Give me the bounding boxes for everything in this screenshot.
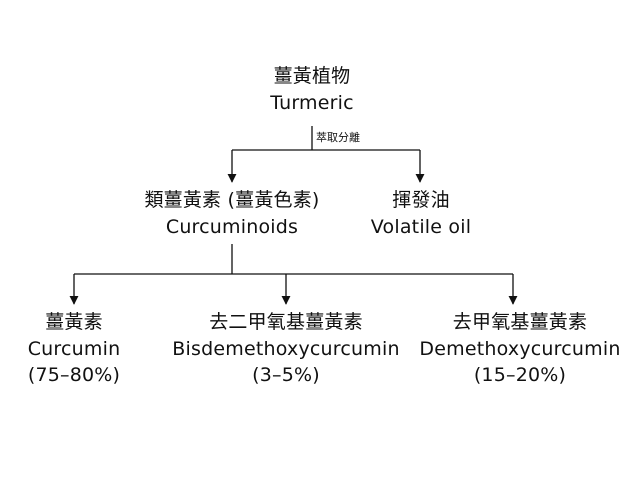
node-volatile-oil-en: Volatile oil	[370, 216, 472, 238]
node-curcumin-pct: (75–80%)	[27, 364, 121, 386]
node-turmeric-zh: 薑黃植物	[273, 65, 351, 87]
node-curcuminoids: 類薑黃素 (薑黃色素) Curcuminoids	[144, 186, 319, 240]
node-curcumin-en: Curcumin	[27, 338, 121, 360]
node-volatile-oil-zh: 揮發油	[392, 189, 450, 211]
node-turmeric-en: Turmeric	[270, 92, 354, 114]
node-curcumin-zh: 薑黃素	[45, 311, 103, 333]
node-curcuminoids-zh: 類薑黃素 (薑黃色素)	[144, 189, 320, 211]
node-volatile-oil: 揮發油 Volatile oil	[371, 186, 471, 240]
node-bisdemethoxycurcumin-pct: (3–5%)	[252, 364, 320, 386]
node-bisdemethoxycurcumin-zh: 去二甲氧基薑黃素	[209, 311, 363, 333]
node-bisdemethoxycurcumin: 去二甲氧基薑黃素 Bisdemethoxycurcumin (3–5%)	[172, 308, 399, 388]
node-bisdemethoxycurcumin-en: Bisdemethoxycurcumin	[172, 338, 400, 360]
node-curcumin: 薑黃素 Curcumin (75–80%)	[28, 308, 121, 388]
node-curcuminoids-en: Curcuminoids	[165, 216, 299, 238]
node-demethoxycurcumin-en: Demethoxycurcumin	[419, 338, 621, 360]
edge-label-extraction: 萃取分離	[316, 131, 360, 144]
node-demethoxycurcumin-zh: 去甲氧基薑黃素	[452, 311, 588, 333]
node-turmeric: 薑黃植物 Turmeric	[270, 62, 354, 116]
node-demethoxycurcumin-pct: (15–20%)	[473, 364, 567, 386]
node-demethoxycurcumin: 去甲氧基薑黃素 Demethoxycurcumin (15–20%)	[419, 308, 620, 388]
